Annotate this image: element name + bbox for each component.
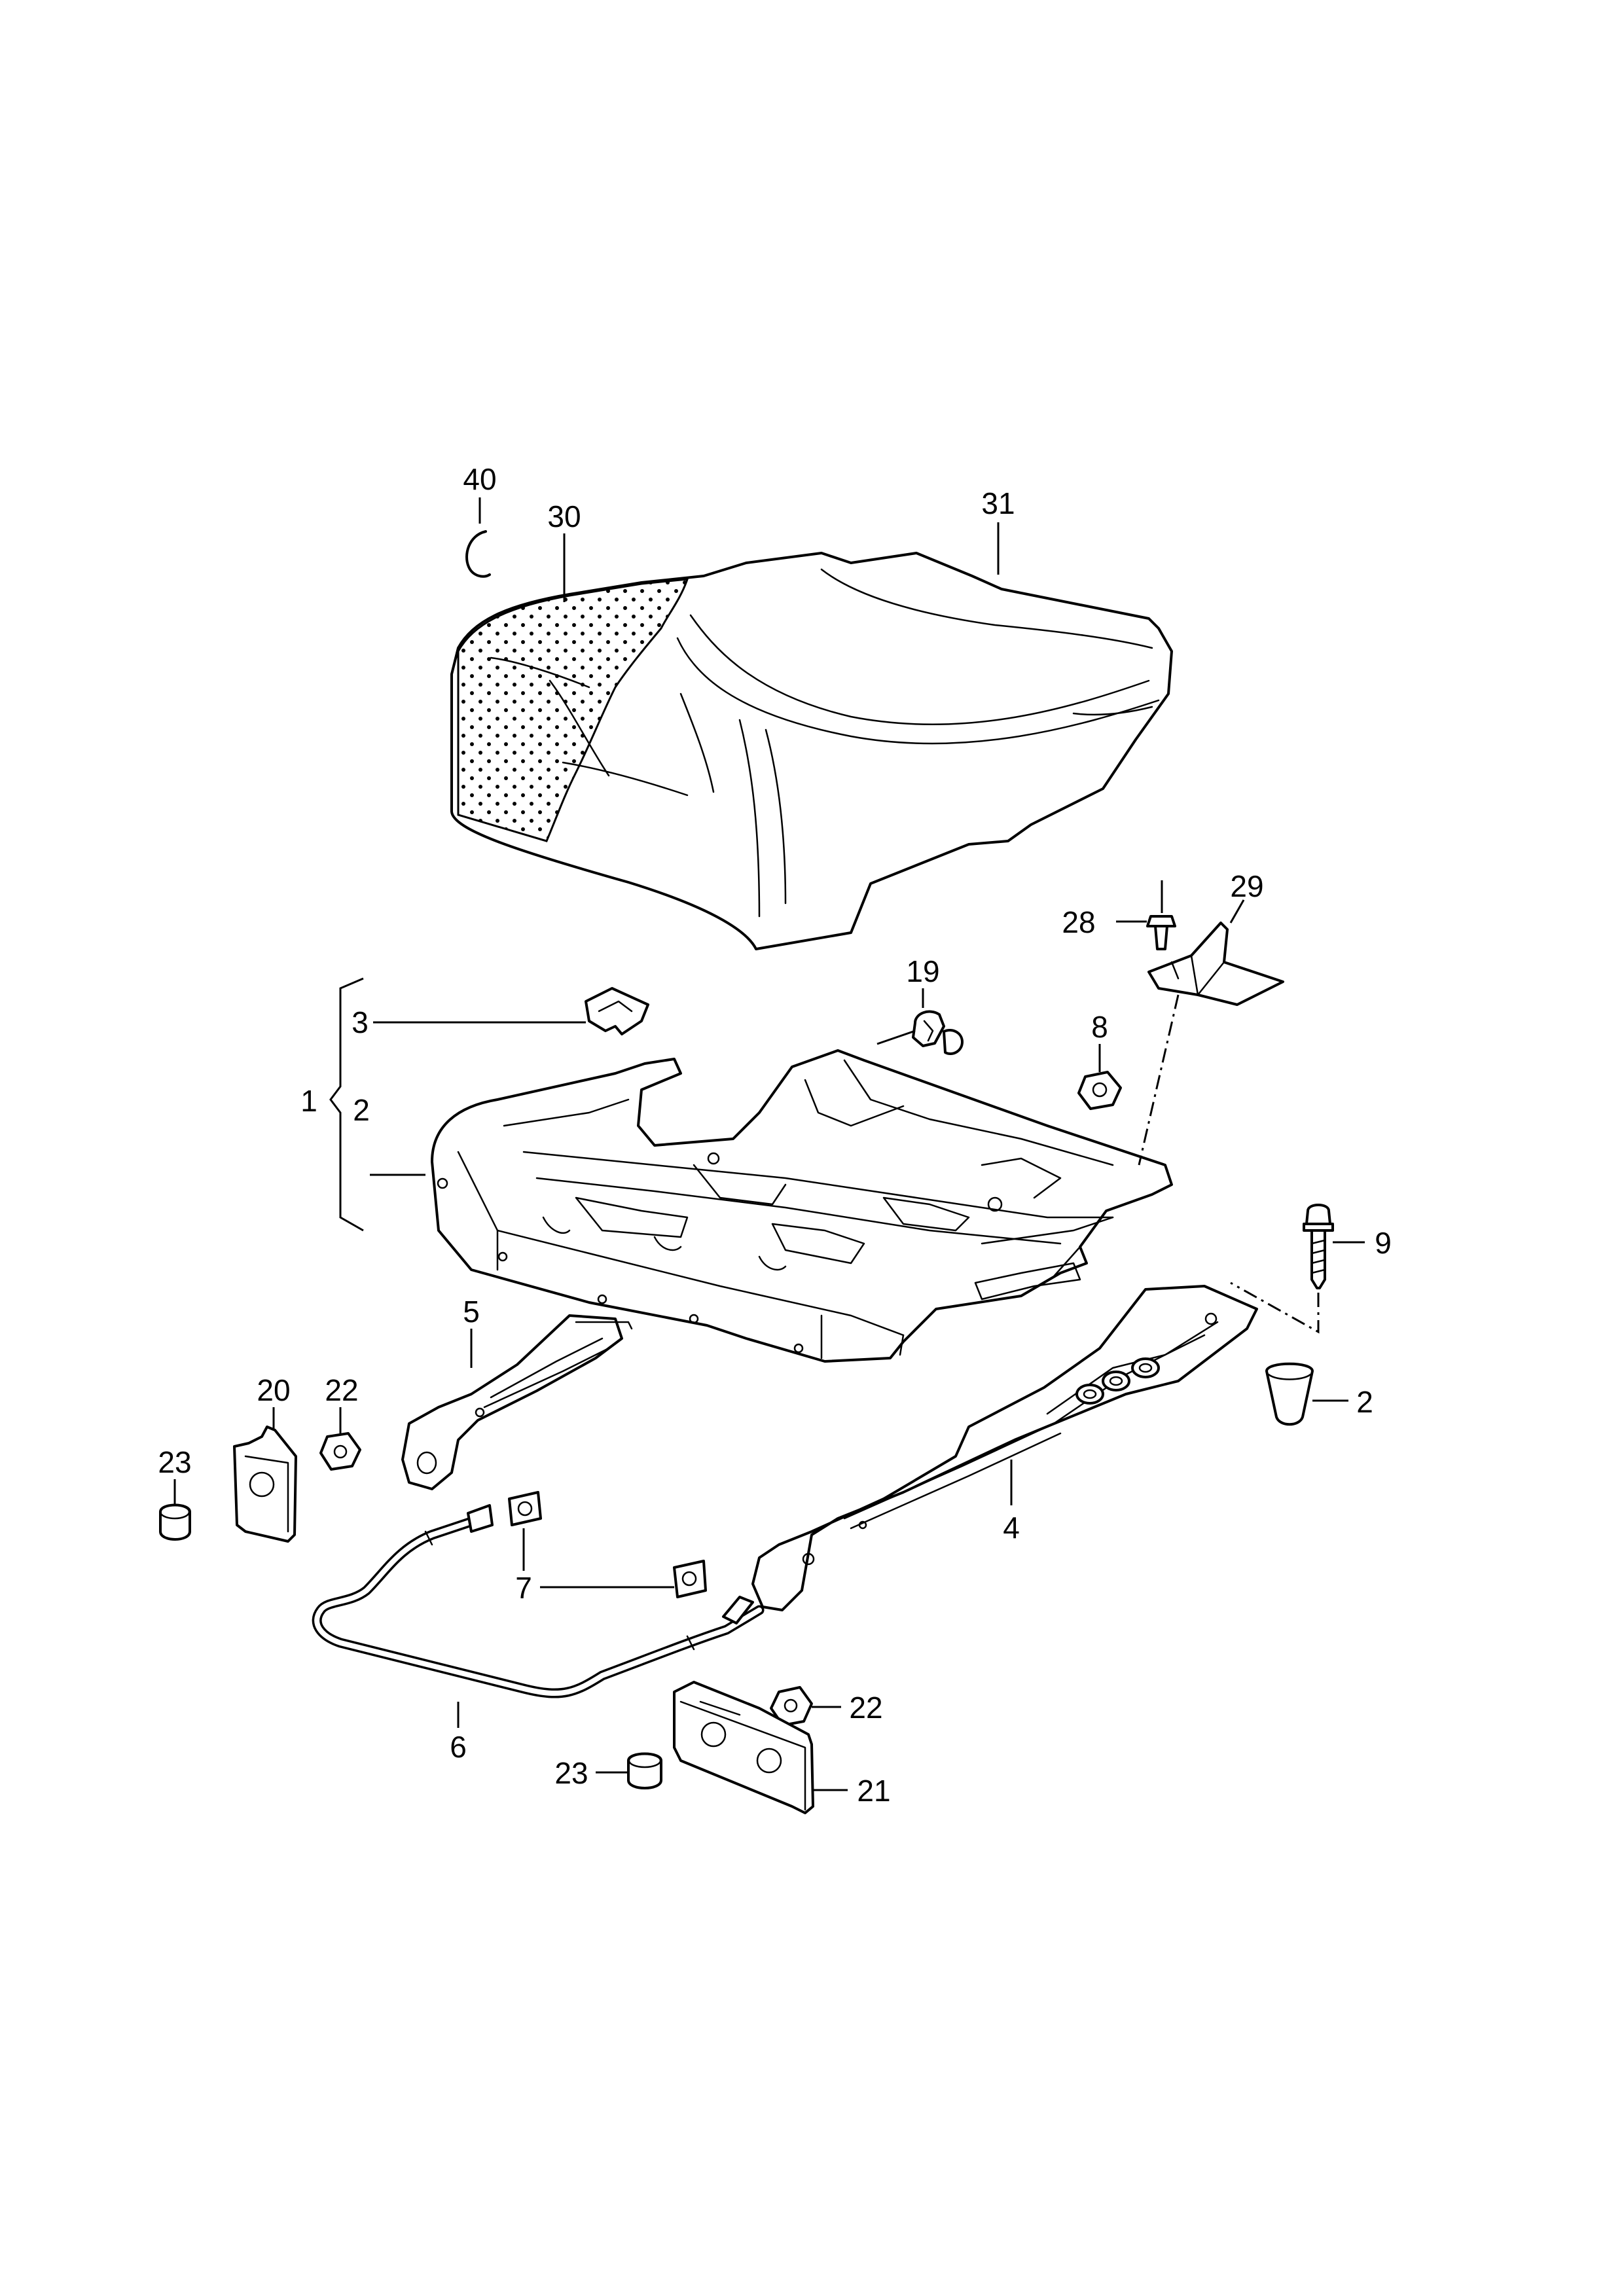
callout-6: 6 xyxy=(450,1730,467,1764)
callout-5: 5 xyxy=(463,1295,480,1329)
bracket-part-29 xyxy=(1147,899,1284,1006)
nut-part-22-right xyxy=(770,1686,841,1727)
rail-part-4 xyxy=(751,1285,1258,1611)
callout-40: 40 xyxy=(463,462,496,496)
clip-part-40 xyxy=(465,530,491,578)
callout-2-buffer: 2 xyxy=(1356,1385,1373,1419)
bolt-part-9 xyxy=(1303,1204,1365,1289)
nut-part-22-left xyxy=(319,1407,361,1471)
callout-20: 20 xyxy=(257,1373,290,1407)
pad-part-7-upper xyxy=(508,1491,542,1526)
cap-part-20 xyxy=(233,1407,297,1543)
callout-19: 19 xyxy=(906,954,939,988)
callout-4: 4 xyxy=(1003,1511,1020,1545)
callout-2-frame: 2 xyxy=(353,1093,370,1127)
seat-cover-part-30 xyxy=(457,578,689,842)
rivet-axis-line xyxy=(1138,994,1180,1166)
wire-frame-part-6 xyxy=(312,1504,765,1728)
clip-part-3 xyxy=(373,987,649,1035)
nut-part-8 xyxy=(1077,1044,1122,1110)
pad-part-7-lower xyxy=(673,1560,707,1598)
plug-part-23-left xyxy=(159,1479,191,1541)
callout-7: 7 xyxy=(515,1571,532,1605)
seat-frame-part-2 xyxy=(431,1049,1173,1363)
callout-21: 21 xyxy=(857,1774,890,1808)
part-7-leader xyxy=(522,1528,674,1588)
callout-30: 30 xyxy=(547,499,581,533)
callout-28: 28 xyxy=(1062,905,1095,939)
bracket-part-5 xyxy=(401,1314,633,1490)
callout-23-left: 23 xyxy=(158,1445,191,1479)
plug-part-23-right xyxy=(596,1752,662,1789)
callout-8: 8 xyxy=(1091,1010,1108,1044)
callout-29: 29 xyxy=(1230,869,1263,903)
rivet-part-28 xyxy=(1116,880,1176,950)
callout-1: 1 xyxy=(300,1084,317,1118)
assembly-1-bracket xyxy=(329,977,364,1232)
callout-22-left: 22 xyxy=(325,1373,358,1407)
callout-23-right: 23 xyxy=(554,1756,588,1790)
callout-31: 31 xyxy=(981,486,1015,520)
callout-22-right: 22 xyxy=(849,1691,882,1725)
buffer-part-2 xyxy=(1265,1362,1348,1426)
cap-part-21 xyxy=(673,1681,848,1814)
callout-9: 9 xyxy=(1375,1226,1392,1260)
clip-part-19 xyxy=(876,988,964,1055)
bolt-axis-line xyxy=(1230,1282,1320,1334)
callout-3: 3 xyxy=(352,1005,369,1039)
